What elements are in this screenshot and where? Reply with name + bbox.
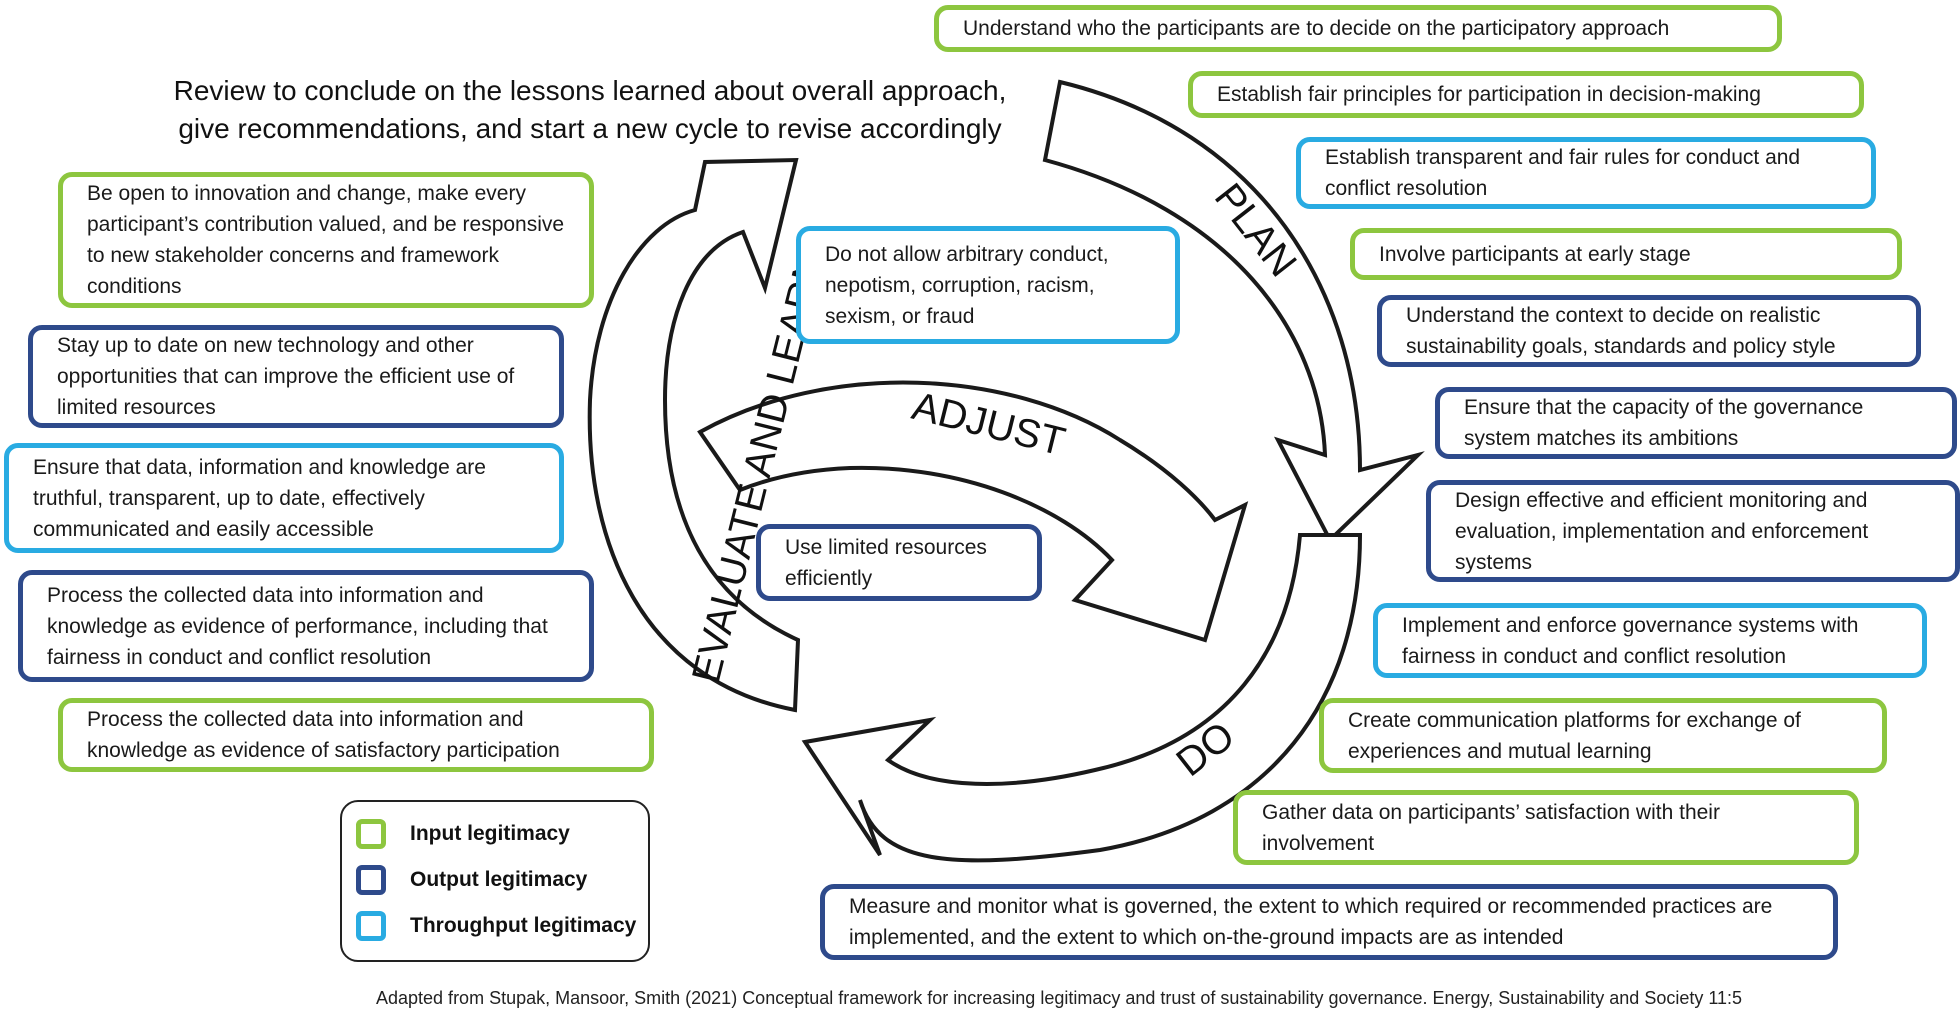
plan-box-monitoring-design: Design effective and efficient monitorin… (1426, 480, 1960, 582)
do-box-implement-enforce: Implement and enforce governance systems… (1373, 603, 1927, 678)
eval-box-evidence-participation: Process the collected data into informat… (58, 698, 654, 772)
plan-box-participants: Understand who the participants are to d… (934, 5, 1782, 52)
do-arrow (801, 533, 1363, 863)
legend-swatch-input (356, 819, 386, 849)
plan-box-capacity: Ensure that the capacity of the governan… (1435, 387, 1957, 459)
plan-box-transparent-rules: Establish transparent and fair rules for… (1296, 137, 1876, 209)
source-footnote: Adapted from Stupak, Mansoor, Smith (202… (376, 988, 1743, 1008)
legend-label-throughput: Throughput legitimacy (410, 914, 637, 937)
adjust-arrow (697, 380, 1249, 643)
plan-box-context: Understand the context to decide on real… (1377, 295, 1921, 367)
legend-label-output: Output legitimacy (410, 868, 588, 891)
legend-item-input: Input legitimacy (356, 814, 570, 854)
center-box-arbitrary-conduct: Do not allow arbitrary conduct, nepotism… (796, 226, 1180, 344)
eval-box-evidence-performance: Process the collected data into informat… (18, 570, 594, 682)
eval-box-technology: Stay up to date on new technology and ot… (28, 325, 564, 428)
evaluate-learn-arrow (587, 157, 801, 713)
do-box-gather-satisfaction: Gather data on participants’ satisfactio… (1233, 790, 1859, 865)
plan-arrow (1042, 79, 1425, 544)
do-box-communication-platforms: Create communication platforms for excha… (1319, 698, 1887, 773)
legend: Input legitimacy Output legitimacy Throu… (340, 800, 650, 962)
do-box-measure-monitor: Measure and monitor what is governed, th… (820, 884, 1838, 960)
plan-box-early-stage: Involve participants at early stage (1350, 228, 1902, 280)
plan-box-fair-principles: Establish fair principles for participat… (1188, 71, 1864, 118)
legend-swatch-throughput (356, 911, 386, 941)
legend-item-output: Output legitimacy (356, 860, 587, 900)
review-line-1: Review to conclude on the lessons learne… (173, 75, 1007, 106)
legend-label-input: Input legitimacy (410, 822, 570, 845)
legend-swatch-output (356, 865, 386, 895)
legend-item-throughput: Throughput legitimacy (356, 906, 636, 946)
review-line-2: give recommendations, and start a new cy… (178, 113, 1002, 144)
center-box-limited-resources: Use limited resources efficiently (756, 524, 1042, 601)
eval-box-innovation: Be open to innovation and change, make e… (58, 172, 594, 308)
eval-box-data-knowledge: Ensure that data, information and knowle… (4, 443, 564, 553)
review-text: Review to conclude on the lessons learne… (140, 72, 1040, 148)
